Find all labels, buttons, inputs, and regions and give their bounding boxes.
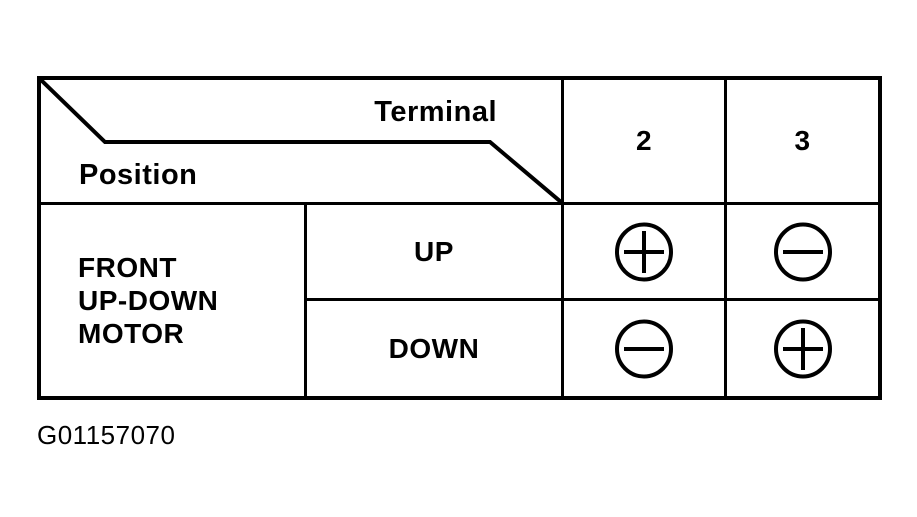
motor-label-line-1: FRONT <box>78 252 177 283</box>
terminal-column-header-2: 2 <box>564 80 727 205</box>
row-group-label-front-up-down-motor: FRONT UP-DOWN MOTOR <box>41 205 307 396</box>
position-axis-label: Position <box>79 159 198 191</box>
cell-down-terminal-2 <box>564 301 727 396</box>
circled-minus-icon <box>613 318 675 380</box>
cell-up-terminal-3 <box>727 205 878 301</box>
terminal-column-header-3: 3 <box>727 80 878 205</box>
cell-up-terminal-2 <box>564 205 727 301</box>
corner-header-cell: Terminal Position <box>41 80 564 205</box>
motor-label-line-2: UP-DOWN <box>78 285 219 316</box>
terminal-polarity-table: Terminal Position 2 3 FRONT UP-DOWN MOTO… <box>37 76 882 400</box>
figure-id-caption: G01157070 <box>37 420 176 450</box>
motor-label-line-3: MOTOR <box>78 318 185 349</box>
cell-down-terminal-3 <box>727 301 878 396</box>
diagonal-divider <box>41 80 561 202</box>
position-row-header-up: UP <box>307 205 564 301</box>
position-row-header-down: DOWN <box>307 301 564 396</box>
terminal-axis-label: Terminal <box>374 96 497 128</box>
circled-plus-icon <box>772 318 834 380</box>
circled-plus-icon <box>613 221 675 283</box>
circled-minus-icon <box>772 221 834 283</box>
